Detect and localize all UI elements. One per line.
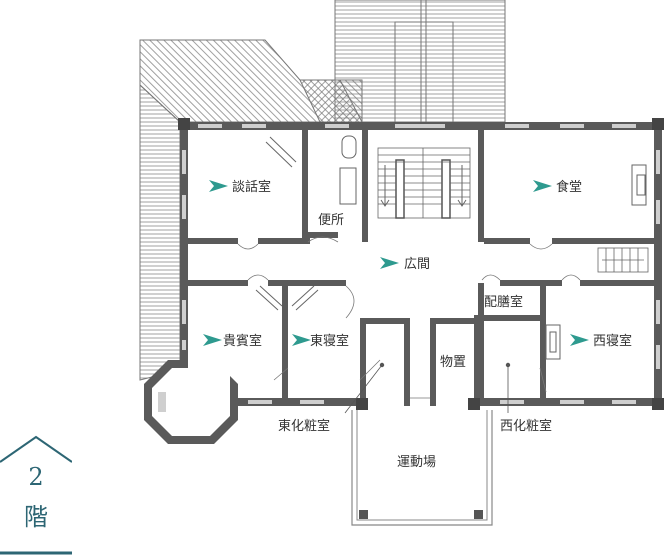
room-label-nishi-shinshitsu: 西寝室	[593, 333, 632, 349]
leader-lines	[344, 364, 509, 414]
room-label-kihinshitsu: 貴賓室	[223, 333, 262, 349]
staircase	[377, 147, 471, 219]
room-higashi-keshoshitsu[interactable]: 東化粧室	[278, 418, 330, 434]
corner-posts	[178, 118, 664, 410]
room-label-haizenshitsu: 配膳室	[484, 294, 523, 310]
room-arrow-icon	[209, 180, 228, 192]
floor-badge: 2 階	[0, 435, 72, 555]
room-benjo[interactable]: 便所	[318, 213, 344, 228]
room-arrow-icon	[570, 334, 589, 346]
room-kihinshitsu[interactable]: 貴賓室	[203, 333, 262, 349]
leader-dot-west	[505, 362, 511, 368]
room-arrow-icon	[203, 334, 222, 346]
room-label-undojo: 運動場	[397, 455, 436, 470]
room-label-higashi-keshoshitsu: 東化粧室	[278, 418, 330, 434]
room-arrow-icon	[292, 334, 311, 346]
room-label-shokudo: 食堂	[556, 179, 582, 195]
floor-number: 2	[28, 463, 44, 491]
floor-badge-frame	[0, 435, 72, 555]
room-label-butsuoki: 物置	[440, 355, 466, 370]
fixtures	[255, 135, 647, 360]
room-butsuoki[interactable]: 物置	[440, 355, 466, 370]
floor-label: 階	[24, 503, 48, 531]
room-label-nishi-keshoshitsu: 西化粧室	[500, 418, 552, 434]
balcony-outline	[351, 410, 493, 526]
room-shokudo[interactable]: 食堂	[533, 179, 582, 195]
room-undojo[interactable]: 運動場	[397, 455, 436, 470]
room-hiroma[interactable]: 広間	[380, 257, 430, 272]
room-higashi-shinshitsu[interactable]: 東寝室	[292, 333, 349, 349]
room-nishi-shinshitsu[interactable]: 西寝室	[570, 333, 632, 349]
room-label-higashi-shinshitsu: 東寝室	[310, 333, 349, 349]
room-nishi-keshoshitsu[interactable]: 西化粧室	[500, 418, 552, 434]
room-dangwashitsu[interactable]: 談話室	[209, 179, 271, 195]
roof-hatching	[139, 0, 506, 381]
room-arrow-icon	[533, 180, 552, 192]
small-staircase	[597, 247, 649, 273]
room-haizenshitsu[interactable]: 配膳室	[484, 294, 523, 310]
room-label-hiroma: 広間	[404, 257, 430, 272]
room-label-dangwashitsu: 談話室	[232, 179, 271, 195]
room-label-benjo: 便所	[318, 213, 344, 228]
door-swings	[237, 236, 581, 399]
windows	[182, 124, 660, 404]
leader-dot-east	[379, 362, 385, 368]
room-arrow-icon	[380, 257, 399, 269]
